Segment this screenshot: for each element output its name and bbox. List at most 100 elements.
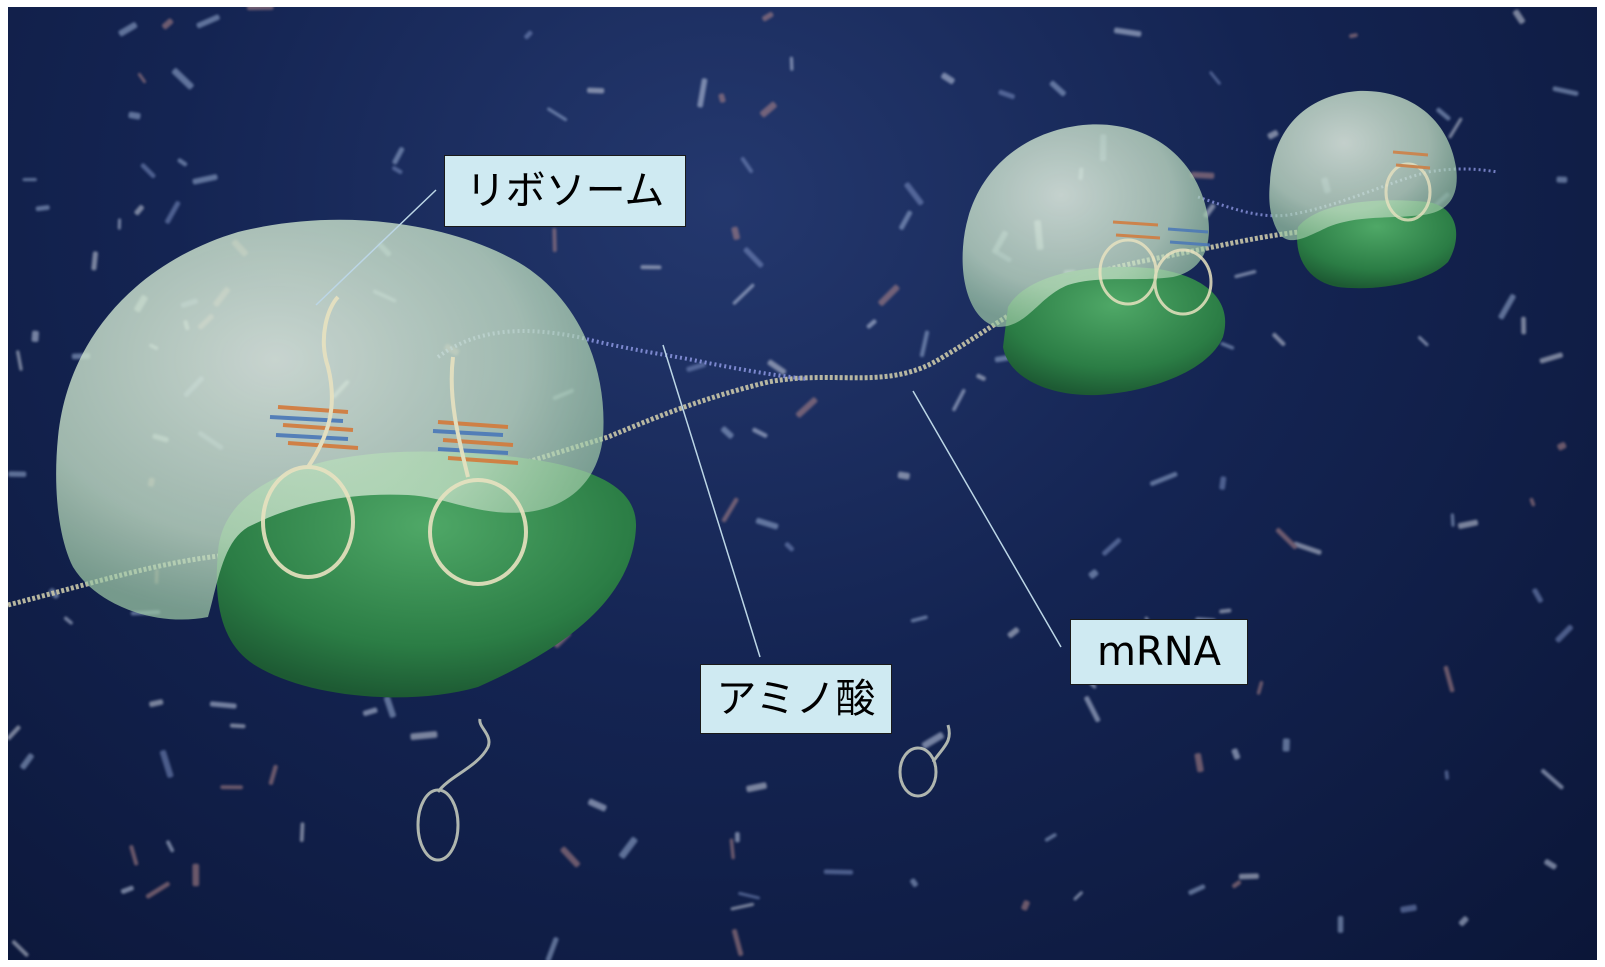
background-molecule bbox=[898, 210, 912, 231]
background-molecule bbox=[1521, 317, 1526, 335]
background-molecule bbox=[16, 350, 23, 371]
background-molecule bbox=[1234, 270, 1257, 279]
background-molecule bbox=[1443, 665, 1455, 692]
background-molecule bbox=[952, 388, 967, 412]
background-molecule bbox=[1444, 770, 1449, 780]
background-molecule bbox=[11, 939, 29, 957]
background-molecule bbox=[552, 228, 557, 252]
translation-scene: リボソーム アミノ酸 mRNA bbox=[8, 7, 1597, 960]
background-molecule bbox=[735, 832, 740, 842]
background-molecule bbox=[8, 725, 21, 741]
background-molecule bbox=[897, 471, 910, 480]
background-molecule bbox=[904, 182, 925, 207]
background-molecule bbox=[362, 707, 378, 716]
background-molecule bbox=[230, 723, 246, 728]
background-molecule bbox=[587, 88, 604, 94]
background-molecule bbox=[1498, 293, 1517, 320]
background-molecule bbox=[1073, 890, 1084, 901]
background-molecule bbox=[795, 397, 818, 419]
background-molecule bbox=[22, 178, 36, 181]
ribosome-2 bbox=[963, 124, 1226, 395]
background-molecule bbox=[1188, 884, 1206, 896]
background-molecule bbox=[920, 330, 930, 357]
background-molecule bbox=[1044, 832, 1057, 842]
background-molecule bbox=[8, 471, 26, 477]
background-molecule bbox=[134, 204, 145, 216]
background-molecule bbox=[1239, 873, 1259, 879]
background-molecule bbox=[1458, 915, 1469, 926]
label-ribosome: リボソーム bbox=[444, 155, 686, 227]
background-molecule bbox=[91, 251, 98, 270]
background-molecule bbox=[730, 838, 736, 859]
background-molecule bbox=[220, 785, 243, 789]
background-molecule bbox=[1231, 748, 1241, 760]
background-molecule bbox=[1231, 880, 1242, 889]
label-mrna: mRNA bbox=[1070, 619, 1248, 685]
background-molecule bbox=[1220, 341, 1235, 350]
background-molecule bbox=[268, 764, 278, 785]
background-molecule bbox=[1219, 608, 1232, 613]
background-molecule bbox=[63, 616, 73, 625]
background-molecule bbox=[118, 21, 138, 37]
background-molecule bbox=[1349, 33, 1358, 39]
background-molecule bbox=[976, 373, 987, 381]
background-molecule bbox=[164, 200, 181, 224]
background-molecule bbox=[1539, 352, 1563, 364]
background-molecule bbox=[1256, 681, 1263, 696]
background-molecule bbox=[743, 247, 764, 269]
background-molecule bbox=[177, 158, 188, 167]
background-molecule bbox=[746, 782, 767, 792]
background-molecule bbox=[1114, 27, 1142, 37]
background-molecule bbox=[19, 753, 34, 771]
ribosome-1 bbox=[56, 220, 636, 698]
background-molecule bbox=[790, 57, 794, 71]
background-molecule bbox=[1555, 624, 1574, 643]
background-molecule bbox=[1417, 335, 1429, 347]
background-molecule bbox=[640, 265, 661, 269]
background-molecule bbox=[761, 11, 774, 22]
background-molecule bbox=[171, 67, 194, 90]
background-molecule bbox=[1529, 497, 1536, 507]
background-molecule bbox=[247, 7, 274, 10]
background-molecule bbox=[618, 836, 638, 859]
background-molecule bbox=[718, 93, 726, 103]
background-molecule bbox=[192, 864, 199, 887]
background-molecule bbox=[824, 869, 853, 874]
background-molecule bbox=[1400, 904, 1417, 913]
background-molecule bbox=[166, 840, 175, 853]
background-molecule bbox=[921, 732, 945, 750]
background-molecule bbox=[546, 107, 567, 122]
background-molecule bbox=[721, 497, 739, 523]
background-molecule bbox=[1540, 768, 1564, 790]
background-molecule bbox=[1435, 107, 1451, 121]
background-molecule bbox=[545, 937, 559, 960]
background-molecule bbox=[145, 881, 170, 899]
background-molecule bbox=[1448, 117, 1463, 139]
background-molecule bbox=[1458, 519, 1479, 529]
background-molecule bbox=[1007, 627, 1020, 639]
background-molecule bbox=[784, 541, 795, 552]
background-molecule bbox=[877, 284, 900, 307]
background-molecule bbox=[1556, 176, 1567, 183]
background-molecule bbox=[1275, 527, 1298, 550]
background-molecule bbox=[36, 205, 50, 211]
label-amino-acid-text: アミノ酸 bbox=[716, 679, 875, 719]
background-molecule bbox=[1283, 738, 1290, 751]
background-molecule bbox=[732, 283, 755, 305]
ribosome-3 bbox=[1269, 91, 1456, 288]
background-molecule bbox=[383, 696, 396, 719]
background-molecule bbox=[587, 798, 607, 812]
background-molecule bbox=[140, 162, 156, 178]
background-molecule bbox=[523, 30, 533, 40]
background-molecule bbox=[759, 101, 777, 118]
label-ribosome-text: リボソーム bbox=[466, 171, 665, 211]
background-molecule bbox=[940, 72, 955, 85]
background-molecule bbox=[1194, 753, 1204, 773]
background-molecule bbox=[1209, 71, 1222, 86]
background-molecule bbox=[998, 89, 1016, 99]
background-molecule bbox=[730, 902, 754, 910]
background-molecule bbox=[1552, 86, 1579, 96]
scene-illustration bbox=[8, 7, 1597, 960]
background-molecule bbox=[560, 846, 581, 868]
free-trna bbox=[418, 719, 949, 860]
